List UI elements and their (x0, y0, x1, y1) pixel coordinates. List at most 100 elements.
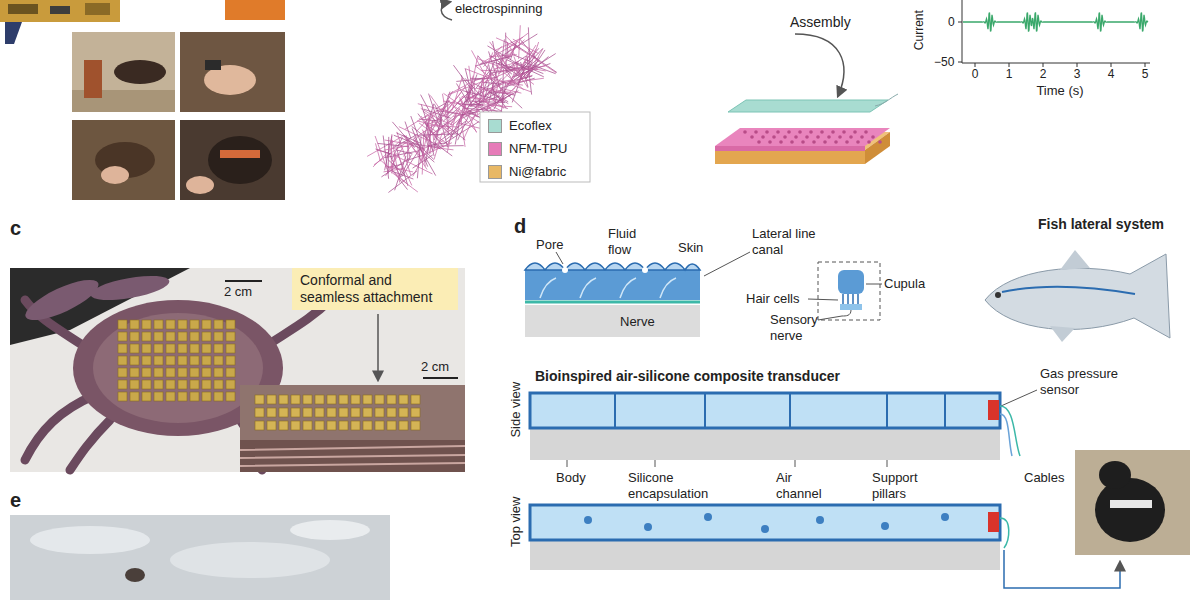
grid-patch (118, 320, 235, 401)
lateral-line-schematic (525, 263, 700, 337)
grid-patch-part (202, 392, 211, 401)
grid-patch-part (154, 356, 163, 365)
nanofiber-mat-part (405, 122, 411, 139)
legend-swatch (488, 142, 502, 156)
lateral-line-schematic-part-part (620, 278, 636, 298)
inset-grid-part (339, 421, 348, 430)
grid-patch-part (190, 320, 199, 329)
photo-panel-a-part (180, 32, 285, 112)
photo-panel-a-part (5, 22, 22, 44)
top-view-transducer-part-part (761, 525, 769, 533)
part-label: Nerve (620, 314, 655, 330)
inset-grid-part (375, 421, 384, 430)
inset-grid-part (279, 408, 288, 417)
micro-dots-part (838, 135, 842, 139)
part-label: Gas pressure sensor (1040, 366, 1122, 397)
legend-text: Ecoflex (509, 118, 552, 133)
grid-patch-part (214, 380, 223, 389)
nanofiber-mat-part (419, 134, 458, 135)
nanofiber-mat-part (475, 66, 492, 79)
lateral-line-schematic-part (525, 263, 700, 270)
inset-grid-part (399, 421, 408, 430)
crab-photo-part (89, 271, 171, 305)
lateral-line-schematic-part (642, 267, 648, 273)
part-label: 2 (1040, 67, 1047, 81)
grid-patch-part (202, 380, 211, 389)
cupula-detail-part (838, 270, 864, 294)
nanofiber-mat-part (446, 93, 461, 111)
legend-text: NFM-TPU (509, 141, 568, 156)
fish-part (1002, 287, 1135, 294)
part-label: 3 (1074, 67, 1081, 81)
nanofiber-mat-part (427, 119, 446, 130)
nanofiber-mat-part (460, 100, 471, 113)
photo-panel-a-part (114, 60, 166, 84)
cupula-detail-part (842, 310, 851, 316)
grid-patch-part (154, 320, 163, 329)
micro-dots-part (827, 135, 831, 139)
grid-patch-part (118, 392, 127, 401)
inset-grid-part (327, 408, 336, 417)
micro-dots-part (878, 140, 882, 144)
chart-axes-part (1009, 63, 1010, 67)
callout-text: Conformal and seamless attachment (300, 272, 450, 306)
micro-dots-part (776, 130, 780, 134)
grid-patch-part (226, 368, 235, 377)
micro-dots-part (801, 140, 805, 144)
nanofiber-mat-part (391, 139, 392, 170)
inset-grid-part (279, 421, 288, 430)
leader-line-part (704, 252, 750, 276)
nanofiber-mat-part (434, 132, 442, 159)
chart-axes-part (958, 62, 962, 63)
part-label: −50 (934, 55, 954, 69)
micro-dots-part (834, 140, 838, 144)
grid-patch-part (130, 320, 139, 329)
grid-patch-part (202, 332, 211, 341)
part-label: Body (556, 470, 586, 486)
inset-grid-part (303, 395, 312, 404)
side-view-transducer-part-part (789, 393, 791, 428)
inset-grid-part (279, 395, 288, 404)
grid-patch-part (130, 356, 139, 365)
nanofiber-mat-part (388, 137, 390, 174)
inset-grid-part (315, 408, 324, 417)
inset-grid-part (315, 421, 324, 430)
grid-patch-part (178, 368, 187, 377)
panel-letter: e (10, 488, 21, 512)
grid-patch-part (214, 392, 223, 401)
part-label: Assembly (790, 14, 851, 31)
fish-part (995, 292, 1001, 298)
grid-patch-part (190, 392, 199, 401)
ice-photo-part (10, 515, 390, 600)
nanofiber-mat-part (392, 140, 400, 183)
side-view-transducer-part-part (886, 393, 888, 428)
grid-patch-part (178, 392, 187, 401)
scale-bar-part (225, 280, 262, 282)
process-arrows-part (441, 2, 452, 20)
view-label: Top view (508, 497, 524, 548)
micro-dots-part (853, 130, 857, 134)
lateral-line-schematic-part (525, 301, 700, 304)
part-label: 0 (972, 67, 979, 81)
inset-grid-part (255, 408, 264, 417)
top-view-transducer-part-part (584, 516, 592, 524)
photo-panel-a-part (186, 176, 214, 194)
grid-patch-part (118, 332, 127, 341)
part-label: electrospinning (455, 1, 542, 17)
panel-title: Fish lateral system (1038, 216, 1164, 233)
micro-dots-part (772, 135, 776, 139)
device-layers-part (875, 94, 898, 106)
photo-panel-a-part (208, 136, 272, 184)
photo-panel-a-part (50, 6, 70, 14)
part-label: Cupula (884, 276, 925, 292)
micro-dots-part (754, 130, 758, 134)
part-label: Fluid flow (608, 226, 648, 257)
inset-grid-part (375, 395, 384, 404)
nanofiber-mat-part (417, 116, 430, 131)
grid-patch-part (166, 368, 175, 377)
nanofiber-mat-part (450, 95, 473, 125)
micro-dots-part (816, 135, 820, 139)
inset-grid-part (267, 395, 276, 404)
cupula-detail (818, 262, 880, 320)
device-layers (715, 94, 898, 164)
